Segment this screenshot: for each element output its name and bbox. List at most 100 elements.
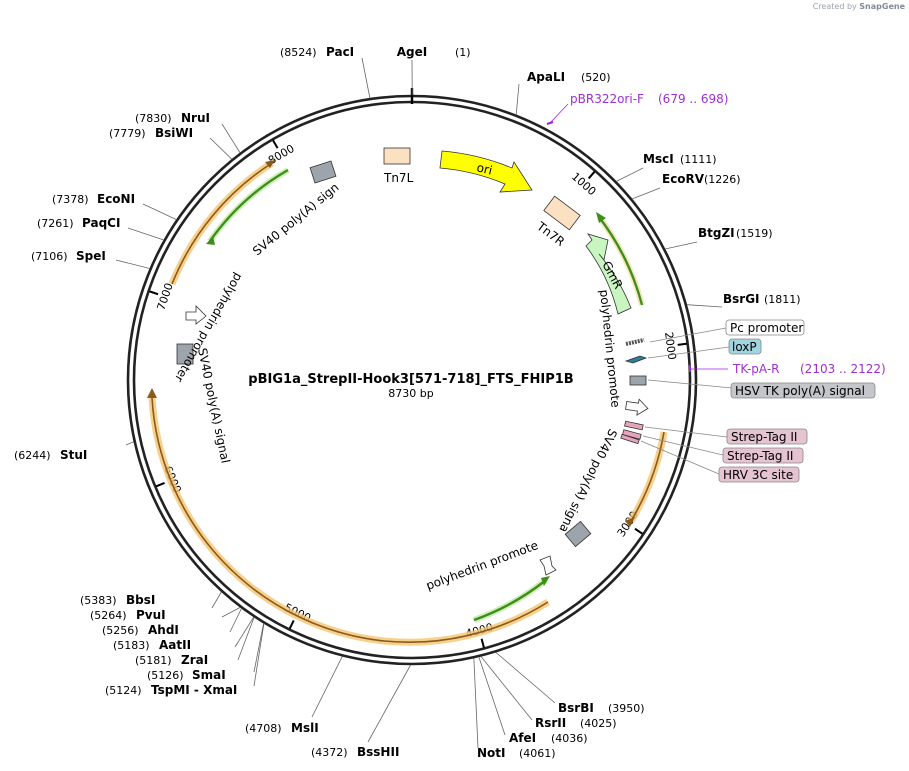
sv40-polya-left-label: SV40 poly(A) signal — [195, 347, 232, 465]
sv40-polya-left-feature — [176, 343, 194, 365]
enzyme-leader-ahdi — [229, 608, 242, 633]
orf-top-left-green-arrow — [209, 168, 289, 242]
tick-label-2000: 2000 — [662, 331, 679, 360]
enzyme-name-bbsi: BbsI — [126, 593, 155, 607]
polyhedrin-promoter-left-feature — [185, 305, 207, 325]
enzyme-leader-msli — [311, 656, 343, 718]
enzyme-leader-aatii — [234, 616, 255, 648]
enzyme-position-bsshii: (4372) — [311, 746, 348, 759]
enzyme-position-bsrgi: (1811) — [764, 293, 801, 306]
enzyme-name-apali: ApaLI — [527, 70, 565, 84]
enzyme-name-ahdi: AhdI — [148, 623, 179, 637]
enzyme-position-ecorv: (1226) — [704, 173, 741, 186]
strep-tag-2-leader — [642, 435, 724, 456]
orf-left-large-arrowhead — [147, 388, 157, 398]
enzyme-leader-bsrgi — [686, 304, 723, 308]
tick-mark-2000 — [677, 342, 687, 346]
orf-gmr-ring-arrow — [598, 216, 644, 306]
enzyme-position-paci: (8524) — [280, 46, 317, 59]
hrv-3c-feature — [620, 433, 640, 445]
enzyme-position-smai: (5126) — [147, 669, 184, 682]
enzyme-position-agei: (1) — [455, 46, 471, 59]
enzyme-name-bsiwi: BsiWI — [155, 126, 193, 140]
enzyme-name-bsshii: BssHII — [357, 745, 399, 759]
enzyme-name-paqci: PaqCI — [82, 216, 120, 230]
strep-tag-1-box — [726, 428, 808, 445]
enzyme-position-paqci: (7261) — [37, 217, 74, 230]
tick-mark-8000 — [272, 139, 279, 149]
enzyme-name-stui: StuI — [60, 448, 87, 462]
strep-tag-2-box-label: Strep-Tag II — [727, 449, 793, 463]
enzyme-name-noti: NotI — [477, 746, 506, 760]
tick-mark-5000 — [288, 620, 295, 630]
hsv-tk-polya-box — [730, 382, 876, 399]
enzyme-name-tspmi-xmai: TspMI - XmaI — [151, 683, 237, 697]
strep-tag-1-feature — [624, 420, 644, 431]
orf-right-arrowhead — [625, 517, 635, 527]
hrv-3c-box-label: HRV 3C site — [723, 468, 793, 482]
enzyme-leader-rsrii — [480, 656, 533, 721]
enzyme-leader-tspmi-xmai — [253, 623, 265, 687]
enzyme-name-rsrii: RsrII — [535, 716, 566, 730]
enzyme-name-agei: AgeI — [397, 45, 427, 59]
ori-feature — [439, 150, 533, 193]
orf-bottom-green-arrow — [473, 579, 547, 622]
sv40-polya-right-feature — [564, 520, 592, 548]
orf-bottom-green-arc — [472, 577, 548, 623]
enzyme-name-paci: PacI — [326, 45, 354, 59]
enzyme-leader-lines — [115, 57, 723, 749]
enzyme-leader-bbsi — [211, 591, 222, 609]
primer-pbr322ori-f-range: (679 .. 698) — [658, 92, 728, 106]
enzyme-labels: AgeI(1)ApaLI(520)MscI(1111)EcoRV(1226)Bt… — [14, 45, 801, 760]
loxp-box — [728, 338, 762, 355]
gmr-label: GmR — [599, 259, 625, 291]
tick-label-1000: 1000 — [569, 170, 599, 198]
tick-mark-3000 — [634, 527, 643, 535]
primers: pBR322ori-F (679 .. 698) TK-pA-R (2103 .… — [546, 92, 886, 376]
enzyme-name-aatii: AatII — [159, 638, 191, 652]
tn7r-feature — [543, 195, 581, 231]
hrv-3c-box — [718, 466, 800, 483]
enzyme-leader-afei — [478, 656, 506, 736]
enzyme-leader-nrui — [221, 123, 241, 153]
enzyme-name-spei: SpeI — [76, 249, 106, 263]
enzyme-name-msli: MslI — [291, 721, 319, 735]
pc-promoter-leader — [649, 327, 727, 343]
enzyme-leader-zrai — [237, 617, 255, 661]
enzyme-name-afei: AfeI — [509, 731, 536, 745]
orf-right-arc-line — [630, 431, 665, 522]
enzyme-leader-paqci — [127, 227, 164, 241]
enzyme-name-bsrbi: BsrBI — [558, 701, 594, 715]
primer-tk-pa-r-range: (2103 .. 2122) — [800, 362, 886, 376]
gmr-feature — [585, 233, 632, 315]
enzyme-name-msci: MscI — [643, 152, 674, 166]
hsv-tk-polya-box-label: HSV TK poly(A) signal — [735, 384, 865, 398]
pc-promoter-box-label: Pc promoter — [730, 321, 803, 335]
primer-pbr322ori-f-name: pBR322ori-F — [570, 92, 644, 106]
polyhedrin-promoter-bottom-label: polyhedrin promoter — [0, 0, 540, 593]
enzyme-leader-btgzi — [665, 241, 698, 250]
enzyme-position-ahdi: (5256) — [102, 624, 139, 637]
orf-bottom-arc-line — [383, 601, 549, 644]
boxed-feature-labels: Pc promoter loxP HSV TK poly(A) signal S… — [640, 319, 876, 483]
enzyme-name-ecorv: EcoRV — [662, 172, 705, 186]
enzyme-position-btgzi: (1519) — [736, 227, 773, 240]
enzyme-name-pvui: PvuI — [136, 608, 166, 622]
pc-promoter-feature — [625, 338, 645, 346]
pc-promoter-box — [725, 319, 805, 336]
orf-gmr-arrowhead — [596, 212, 606, 223]
enzyme-leader-spei — [115, 259, 150, 269]
plasmid-name: pBIG1a_StrepII-Hook3[571-718]_FTS_FHIP1B — [248, 372, 573, 387]
enzyme-position-econi: (7378) — [52, 193, 89, 206]
enzyme-name-bsrgi: BsrGI — [723, 292, 760, 306]
enzyme-position-bsrbi: (3950) — [608, 702, 645, 715]
enzyme-position-aatii: (5183) — [113, 639, 150, 652]
enzyme-position-apali: (520) — [581, 71, 611, 84]
loxp-box-label: loxP — [732, 340, 757, 354]
tick-mark-7000 — [149, 290, 159, 296]
strep-tag-1-leader — [644, 426, 728, 438]
credit-prefix: Created by — [812, 2, 857, 11]
tn7l-label: Tn7L — [383, 171, 414, 185]
enzyme-position-tspmi-xmai: (5124) — [105, 684, 142, 697]
enzyme-position-stui: (6244) — [14, 449, 51, 462]
